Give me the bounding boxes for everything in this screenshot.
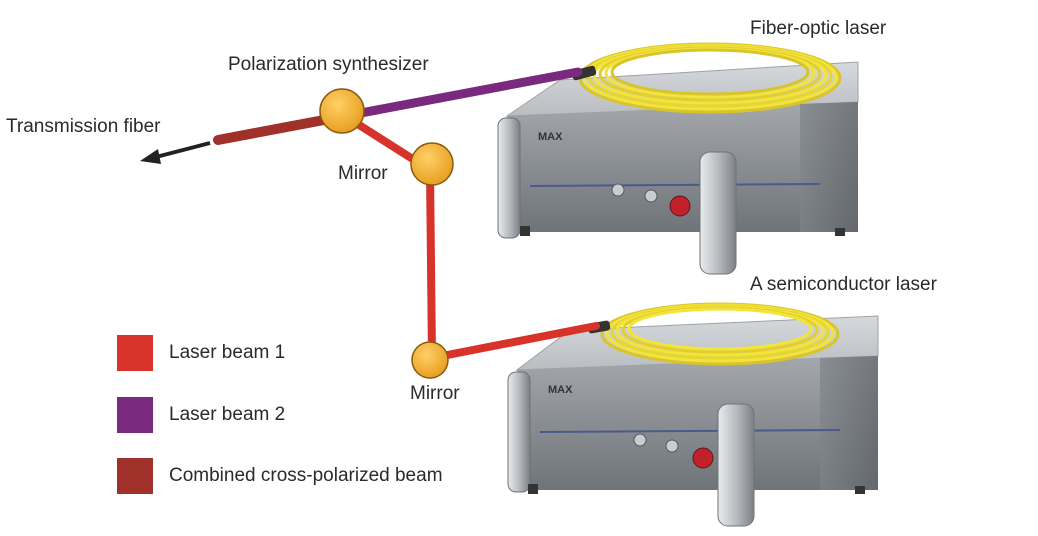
knob [633,433,647,447]
handle-left [497,117,521,239]
legend-item-laser-beam-2: Laser beam 2 [117,397,285,433]
upper-mirror [410,142,454,186]
legend-item-combined-beam: Combined cross-polarized beam [117,458,443,494]
legend-swatch [117,335,153,371]
fiber-laser-unit: MAX [497,42,859,275]
laser-side-shade [820,356,878,490]
laser-beam-1-path [428,322,600,362]
knob [611,183,625,197]
laser-beam-2-path [340,67,583,121]
transmission-fiber-label: Transmission fiber [6,116,161,137]
polarization-synthesizer-mirror [319,88,365,134]
laser-front [517,356,878,490]
legend-swatch [117,458,153,494]
semiconductor-laser-unit: MAX [507,302,879,527]
legend-label: Combined cross-polarized beam [169,465,443,486]
emergency-stop-icon [692,447,714,469]
handle-right [699,151,737,275]
legend-label: Laser beam 2 [169,404,286,425]
brand-mark: MAX [548,384,573,396]
fiber-laser-label: Fiber-optic laser [750,18,887,39]
knob [665,439,679,453]
legend-label: Laser beam 1 [169,342,286,363]
legend-swatch [117,397,153,433]
upper-mirror-label: Mirror [338,163,388,184]
handle-right [717,403,755,527]
emergency-stop-icon [669,195,691,217]
knob [644,189,658,203]
brand-mark: MAX [538,131,563,143]
laser-side-shade [800,102,858,232]
legend-item-laser-beam-1: Laser beam 1 [117,335,285,371]
lower-mirror-label: Mirror [410,383,460,404]
fiber-connector [571,65,597,81]
semiconductor-laser-label: A semiconductor laser [750,274,937,295]
polarization-synthesizer-label: Polarization synthesizer [228,54,429,75]
fiber-coil [600,302,840,366]
laser-front [507,102,858,232]
fiber-coil [578,42,842,114]
lower-mirror [411,341,449,379]
handle-left [507,371,531,493]
output-arrow-icon [140,141,211,164]
laser-beam-1-path [426,166,436,362]
